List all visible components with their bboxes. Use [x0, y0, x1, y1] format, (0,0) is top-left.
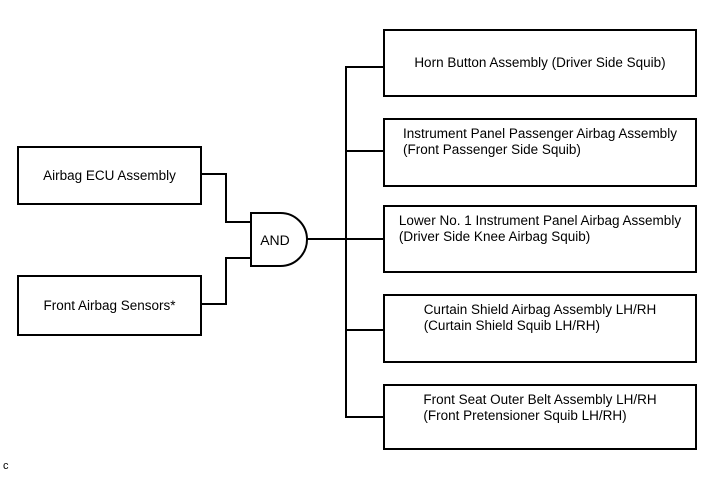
connector-input-a-v: [225, 173, 227, 223]
output-box-instrument-panel-passenger-airbag: Instrument Panel Passenger Airbag Assemb…: [383, 118, 697, 187]
branch-line-2: [345, 150, 383, 152]
branch-line-1: [345, 66, 383, 68]
footnote-label: c: [3, 460, 9, 472]
connector-input-b-h2: [225, 257, 250, 259]
branch-line-4: [345, 329, 383, 331]
output-box-front-seat-outer-belt-text: Front Seat Outer Belt Assembly LH/RH (Fr…: [423, 392, 657, 423]
connector-input-a-h1: [202, 173, 227, 175]
output-box-front-seat-outer-belt: Front Seat Outer Belt Assembly LH/RH (Fr…: [383, 384, 697, 450]
and-gate-label: AND: [260, 231, 290, 248]
output-box-horn-button: Horn Button Assembly (Driver Side Squib): [383, 29, 697, 97]
output-box-lower-no1-instrument-panel-airbag-text: Lower No. 1 Instrument Panel Airbag Asse…: [398, 213, 682, 244]
input-box-airbag-ecu-label: Airbag ECU Assembly: [43, 167, 176, 183]
gate-output-line: [306, 238, 383, 240]
connector-input-b-v: [225, 257, 227, 305]
connector-input-a-h2: [225, 221, 250, 223]
output-box-instrument-panel-passenger-airbag-text: Instrument Panel Passenger Airbag Assemb…: [403, 126, 677, 157]
input-box-front-airbag-sensors: Front Airbag Sensors*: [17, 275, 202, 336]
output-box-curtain-shield-airbag: Curtain Shield Airbag Assembly LH/RH (Cu…: [383, 294, 697, 363]
output-box-horn-button-text: Horn Button Assembly (Driver Side Squib): [414, 55, 666, 70]
input-box-airbag-ecu: Airbag ECU Assembly: [17, 146, 202, 205]
output-box-curtain-shield-airbag-text: Curtain Shield Airbag Assembly LH/RH (Cu…: [423, 302, 657, 333]
and-gate: AND: [250, 212, 308, 267]
output-box-lower-no1-instrument-panel-airbag: Lower No. 1 Instrument Panel Airbag Asse…: [383, 205, 697, 273]
connector-input-b-h1: [202, 303, 227, 305]
input-box-front-airbag-sensors-label: Front Airbag Sensors*: [43, 297, 176, 313]
branch-line-5: [345, 416, 383, 418]
trunk-line: [345, 66, 347, 418]
